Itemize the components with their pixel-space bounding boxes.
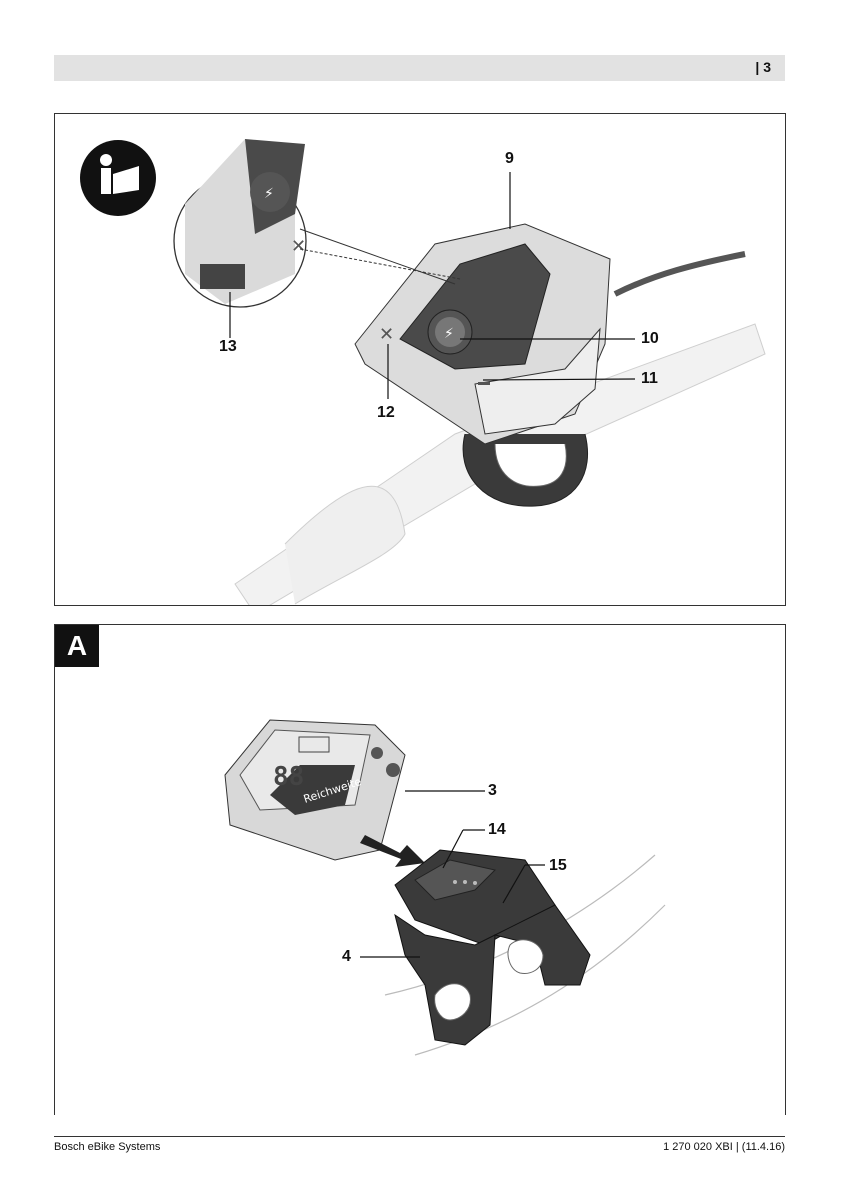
control-unit-illustration: ⚡ ✕ ⚡ ✕ bbox=[55, 114, 785, 605]
callout-14: 14 bbox=[488, 821, 506, 839]
page-number: | 3 bbox=[755, 59, 771, 75]
callout-12: 12 bbox=[377, 404, 395, 422]
svg-text:✕: ✕ bbox=[291, 236, 306, 257]
callout-11: 11 bbox=[641, 370, 658, 388]
callout-13: 13 bbox=[219, 338, 237, 356]
display-holder-illustration: Reichweite 88 bbox=[55, 625, 785, 1115]
callout-10: 10 bbox=[641, 330, 659, 348]
svg-text:⚡: ⚡ bbox=[444, 326, 454, 342]
svg-text:⚡: ⚡ bbox=[264, 186, 274, 202]
figure-a-display-holder: A Reichweite 88 3 14 15 4 bbox=[54, 624, 786, 1115]
callout-4: 4 bbox=[342, 948, 351, 966]
callout-9: 9 bbox=[505, 150, 514, 168]
svg-text:✕: ✕ bbox=[379, 324, 394, 345]
figure-control-unit: ⚡ ✕ ⚡ ✕ 9 10 11 12 13 bbox=[54, 113, 786, 606]
footer-divider bbox=[54, 1136, 785, 1137]
callout-3: 3 bbox=[488, 782, 497, 800]
footer-doc-id: 1 270 020 XBI | (11.4.16) bbox=[663, 1141, 785, 1153]
callout-15: 15 bbox=[549, 857, 567, 875]
header-bar: | 3 bbox=[54, 55, 785, 81]
svg-text:88: 88 bbox=[273, 762, 304, 792]
footer-brand: Bosch eBike Systems bbox=[54, 1141, 160, 1153]
